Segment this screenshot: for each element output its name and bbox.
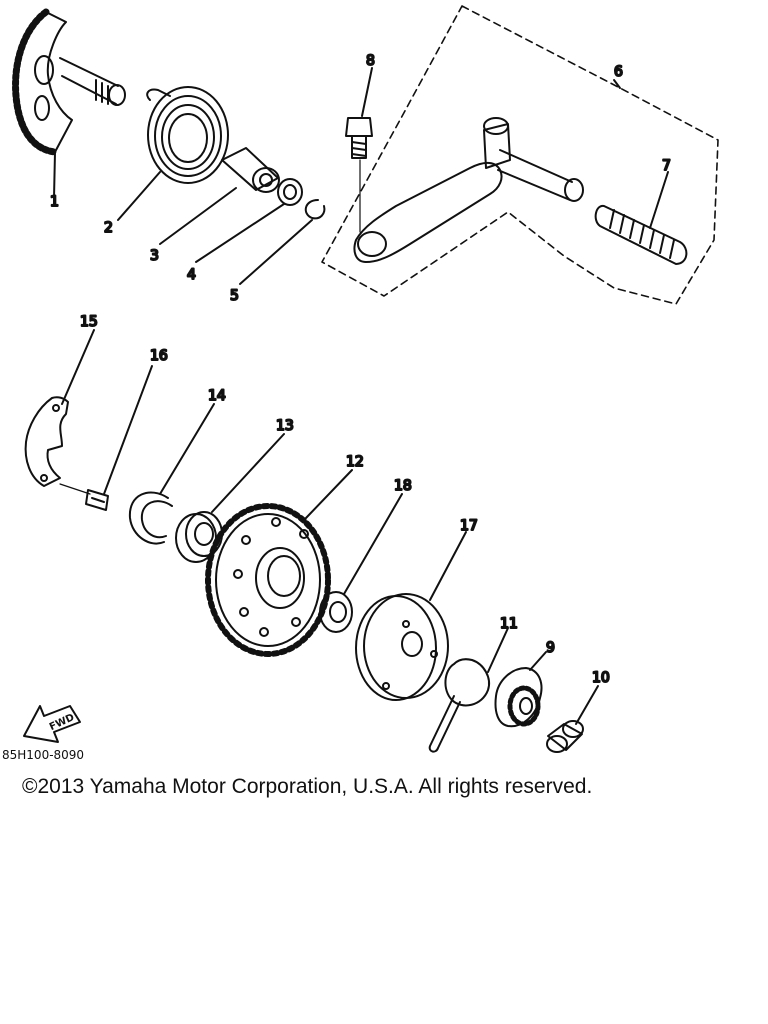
- leader-line-16: [103, 365, 153, 495]
- washer-part-18: [319, 591, 353, 633]
- callout-10: 10: [592, 670, 610, 686]
- spring-guide-part-3: [221, 147, 280, 193]
- leader-line-4: [195, 203, 285, 263]
- bolt-part-8: [345, 117, 373, 159]
- screw-part-16: [59, 483, 109, 511]
- callout-18: 18: [394, 478, 412, 494]
- kick-spring-part-2: [146, 86, 229, 184]
- leader-line-8: [361, 67, 373, 117]
- callout-9: 9: [546, 640, 555, 656]
- callout-15: 15: [80, 314, 98, 330]
- callout-4: 4: [187, 267, 196, 283]
- forward-arrow-icon: FWD: [23, 705, 81, 743]
- callout-14: 14: [208, 388, 226, 404]
- kick-crank-assembly-outline: [321, 5, 719, 305]
- leader-line-7: [649, 171, 669, 229]
- callout-7: 7: [662, 158, 671, 174]
- callout-17: 17: [460, 518, 478, 534]
- kick-crank-part-6: [353, 117, 584, 263]
- leader-line-2: [117, 171, 161, 221]
- callout-16: 16: [150, 348, 168, 364]
- clutch-housing-part-17: [355, 593, 449, 701]
- leader-line-11: [487, 627, 509, 673]
- leader-line-9: [529, 651, 547, 671]
- drawing-code: 85H100-8090: [2, 748, 85, 762]
- copyright-notice: ©2013 Yamaha Motor Corporation, U.S.A. A…: [22, 775, 593, 798]
- kick-axle-part-1: [12, 8, 126, 156]
- circlip-part-14: [128, 491, 173, 545]
- leader-line-10: [575, 685, 599, 725]
- callout-12: 12: [346, 454, 364, 470]
- leader-line-3: [159, 187, 237, 245]
- leader-line-1: [53, 151, 56, 199]
- callout-6: 6: [614, 64, 623, 80]
- callout-11: 11: [500, 616, 518, 632]
- leader-line-13: [211, 433, 285, 513]
- exploded-parts-diagram: 1 2 3 4 5 6: [12, 5, 719, 753]
- clip-spring-part-11: [428, 658, 490, 753]
- leader-line-17: [429, 531, 467, 601]
- leader-line-6: [613, 79, 621, 89]
- callout-5: 5: [230, 288, 239, 304]
- leader-line-18: [343, 493, 403, 595]
- driven-gear-part-12: [205, 503, 331, 657]
- leader-line-15: [61, 329, 95, 405]
- callout-2: 2: [104, 220, 113, 236]
- leader-line-12: [305, 469, 353, 519]
- leader-line-5: [239, 219, 313, 285]
- washer-part-4: [277, 178, 303, 206]
- callout-13: 13: [276, 418, 294, 434]
- kick-pinion-gear-part-9: [494, 667, 543, 728]
- stopper-plate-part-15: [24, 396, 69, 487]
- circlip-part-5: [304, 199, 326, 220]
- collar-part-10: [546, 720, 584, 753]
- callout-1: 1: [50, 194, 59, 210]
- bearing-part-13: [175, 511, 223, 563]
- kick-grip-part-7: [594, 204, 688, 265]
- leader-line-14: [159, 403, 215, 495]
- callout-3: 3: [150, 248, 159, 264]
- callout-8: 8: [366, 53, 375, 69]
